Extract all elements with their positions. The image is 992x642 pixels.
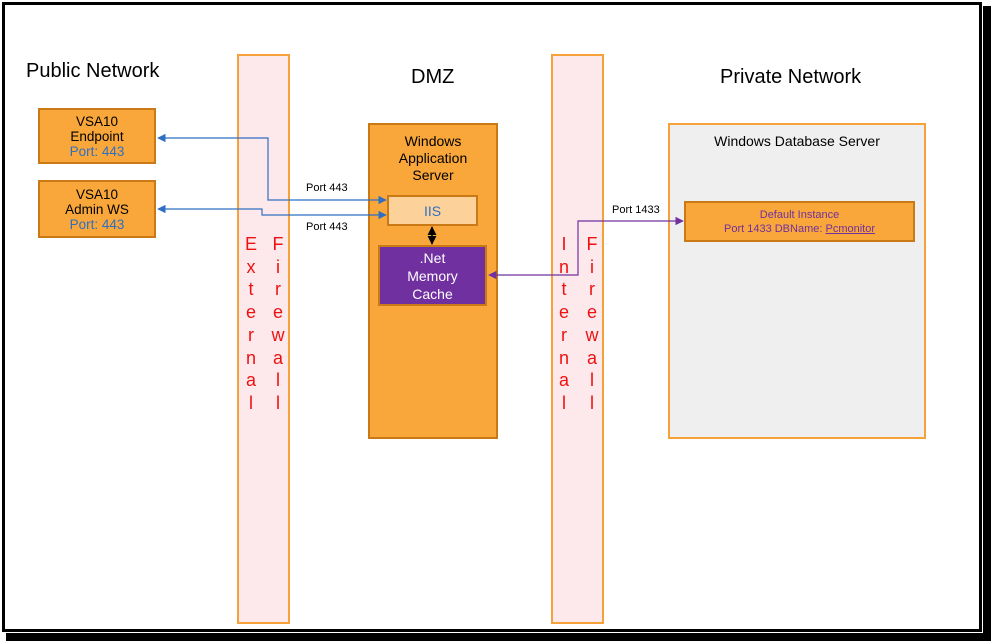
admin-port: Port: 443: [69, 216, 125, 232]
fw-letter: e: [272, 302, 283, 323]
db-server-title: Windows Database Server: [714, 133, 880, 149]
fw-letter: w: [585, 324, 599, 345]
fw-letter: e: [586, 302, 597, 323]
frame-shadow-bottom: [6, 633, 991, 641]
fw-letter: w: [271, 324, 285, 345]
fw-letter: r: [248, 324, 254, 345]
app-server-title-line2: Application: [398, 150, 468, 166]
frame-shadow-right: [983, 6, 991, 634]
admin-to-iis-connector: [157, 204, 387, 220]
internal-firewall: [551, 54, 604, 624]
endpoint-to-iis-connector: [157, 133, 387, 205]
fw-letter: a: [245, 370, 256, 391]
fw-letter: r: [275, 279, 281, 300]
private-network-title: Private Network: [720, 66, 862, 88]
memcache-to-db-connector: [488, 216, 684, 280]
fw-letter: a: [558, 370, 569, 391]
vsa10-endpoint-box: VSA10 Endpoint Port: 443: [38, 108, 156, 164]
net-memory-cache-box: .Net Memory Cache: [378, 245, 487, 306]
memcache-line1: .Net: [419, 249, 446, 266]
memcache-line3: Cache: [412, 285, 453, 302]
app-server-title: Windows Application Server: [370, 133, 496, 184]
fw-letter: e: [558, 302, 569, 323]
app-server-title-line1: Windows: [404, 133, 462, 149]
fw-letter: t: [561, 279, 567, 300]
endpoint-port: Port: 443: [69, 143, 125, 159]
memcache-line2: Memory: [407, 267, 458, 284]
endpoint-name-line1: VSA10: [75, 113, 119, 129]
fw-letter: e: [245, 302, 256, 323]
fw-letter: n: [558, 347, 569, 368]
fw-letter: i: [276, 256, 280, 277]
fw-letter: F: [272, 234, 284, 254]
iis-box: IIS: [387, 195, 478, 226]
external-firewall-label-right: F i r e w a l l: [268, 233, 288, 415]
windows-database-server: Windows Database Server: [668, 123, 926, 439]
fw-letter: l: [249, 392, 253, 413]
db-link-port-label: Port 1433: [612, 204, 660, 216]
fw-letter: a: [272, 347, 283, 368]
admin-name-line1: VSA10: [75, 186, 119, 202]
fw-letter: n: [245, 347, 256, 368]
fw-letter: r: [589, 279, 595, 300]
public-network-title: Public Network: [26, 60, 160, 82]
db-instance-details: Port 1433 DBName: Pcmonitor: [724, 222, 875, 236]
fw-letter: l: [276, 392, 280, 413]
fw-letter: t: [248, 279, 254, 300]
fw-letter: l: [276, 370, 280, 391]
fw-letter: a: [586, 347, 597, 368]
fw-letter: x: [246, 256, 256, 277]
app-server-title-line3: Server: [412, 167, 454, 183]
endpoint-name-line2: Endpoint: [70, 128, 124, 144]
db-instance-name: Default Instance: [759, 208, 840, 221]
db-name: Pcmonitor: [825, 222, 876, 235]
fw-letter: l: [562, 392, 566, 413]
external-firewall-label-left: E x t e r n a l: [245, 233, 257, 415]
fw-letter: r: [561, 324, 567, 345]
fw-letter: l: [590, 370, 594, 391]
db-instance-port: Port 1433 DBName:: [723, 222, 826, 235]
admin-name-line2: Admin WS: [65, 201, 129, 217]
fw-letter: l: [590, 392, 594, 413]
dmz-title: DMZ: [411, 66, 455, 88]
fw-letter: E: [245, 234, 258, 254]
default-instance-box: Default Instance Port 1433 DBName: Pcmon…: [684, 201, 915, 242]
admin-link-port-label: Port 443: [306, 221, 348, 233]
vsa10-admin-ws-box: VSA10 Admin WS Port: 443: [38, 180, 156, 238]
